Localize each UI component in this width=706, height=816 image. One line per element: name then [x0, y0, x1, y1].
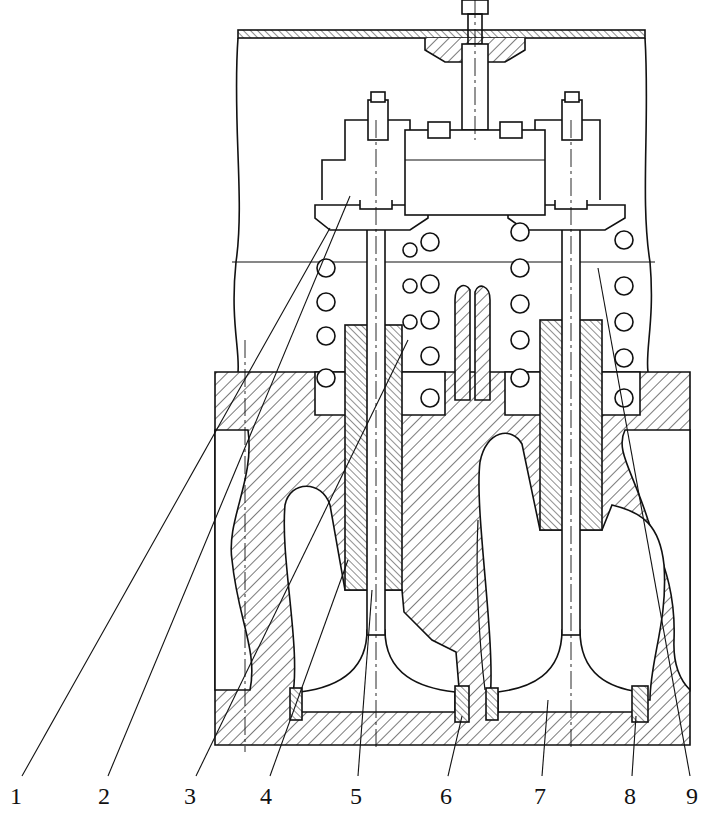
callout-number: 2 [98, 784, 110, 808]
callout-number: 8 [624, 784, 636, 808]
callout-number: 5 [350, 784, 362, 808]
callout-number: 4 [260, 784, 272, 808]
callout-number: 6 [440, 784, 452, 808]
callout-number: 7 [534, 784, 546, 808]
callout-number: 9 [686, 784, 698, 808]
callout-number: 3 [184, 784, 196, 808]
callout-number: 1 [10, 784, 22, 808]
